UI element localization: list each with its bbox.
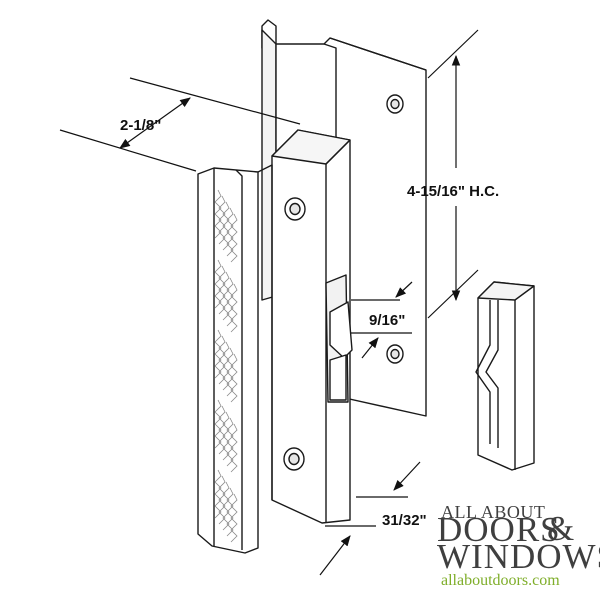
grip-texture-stroke <box>226 277 234 327</box>
grip-texture-stroke <box>222 411 230 461</box>
grip-texture-stroke <box>226 487 234 537</box>
grip-texture-stroke <box>230 493 238 543</box>
logo-windows: WINDOWS <box>437 537 600 576</box>
grip-texture-stroke <box>230 353 238 403</box>
strike-keeper <box>475 281 535 471</box>
grip-texture-stroke <box>214 259 222 309</box>
grip-texture-stroke <box>214 399 222 449</box>
logo-url: allaboutdoors.com <box>441 572 560 589</box>
grip-texture-stroke <box>222 481 230 531</box>
label-handle-depth: 2-1/8" <box>120 117 161 134</box>
grip-texture-stroke <box>214 189 222 239</box>
grip-texture-stroke <box>222 271 230 321</box>
dimension-handle-width <box>319 461 421 576</box>
grip-texture-stroke <box>222 201 230 251</box>
brand-logo: ALL ABOUT DOORS & WINDOWS allaboutdoors.… <box>437 502 600 589</box>
grip-texture-stroke <box>218 195 226 245</box>
label-hole-centers: 4-15/16" H.C. <box>407 183 499 200</box>
grip-texture-stroke <box>218 265 226 315</box>
dimension-hole-centers <box>427 29 479 319</box>
grip-texture-stroke <box>226 347 234 397</box>
grip-texture-stroke <box>218 405 226 455</box>
grip-texture-stroke <box>214 329 222 379</box>
grip-texture-stroke <box>222 341 230 391</box>
label-handle-width: 31/32" <box>382 512 427 529</box>
grip-texture-stroke <box>218 335 226 385</box>
grip-texture <box>214 189 238 543</box>
grip-texture-stroke <box>218 475 226 525</box>
logo-ampersand: & <box>547 509 575 548</box>
grip-texture-stroke <box>230 423 238 473</box>
dimension-handle-depth <box>59 77 301 172</box>
grip-texture-stroke <box>230 283 238 333</box>
logo-line1: ALL ABOUT <box>441 502 545 522</box>
grip-texture-stroke <box>226 417 234 467</box>
label-latch-width: 9/16" <box>369 312 405 329</box>
dimension-latch-width <box>351 281 413 359</box>
logo-doors: DOORS <box>437 510 561 549</box>
grip-texture-stroke <box>230 213 238 263</box>
grip-texture-stroke <box>226 207 234 257</box>
grip-texture-stroke <box>214 469 222 519</box>
